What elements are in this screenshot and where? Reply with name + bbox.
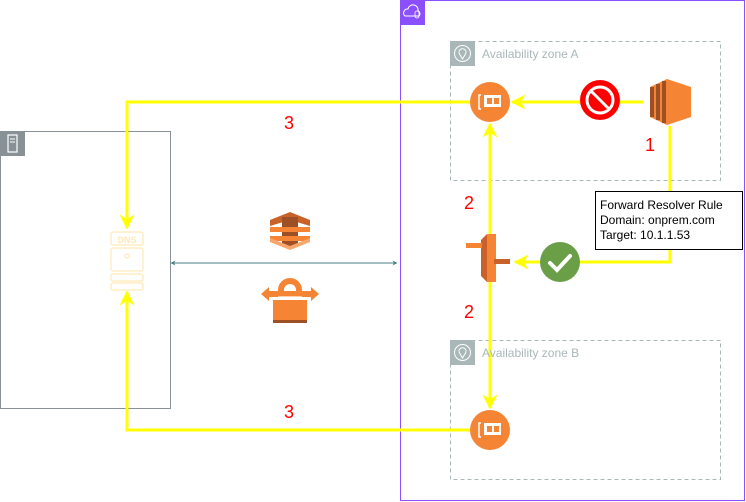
allow-check-icon [540,242,580,282]
vpc-group [400,0,745,501]
step-3-bottom-label: 3 [284,402,295,422]
availability-zone-b [450,340,721,480]
step-3-top-label: 3 [284,113,295,133]
availability-zone-a-label: Availability zone A [482,47,579,61]
ec2-instance-icon [650,79,691,125]
step-2-bottom-label: 2 [464,302,475,322]
availability-zone-b-label: Availability zone B [482,346,580,360]
forward-resolver-rule-box: Forward Resolver Rule Domain: onprem.com… [595,191,743,250]
step-2-top-label: 2 [464,193,475,213]
route53-resolver-endpoint-icon [466,234,510,282]
availability-zone-pin-icon [454,344,471,361]
elastic-network-interface-icon [470,410,510,450]
vpc-cloud-icon [403,4,421,19]
availability-zone-pin-icon [454,45,471,62]
deny-icon [580,80,620,120]
elastic-network-interface-icon [470,82,510,122]
corporate-datacenter-icon [7,134,18,153]
availability-zone-a [450,41,721,181]
direct-connect-icon [270,212,310,250]
vpn-gateway-icon [261,278,319,323]
query-flows [119,94,672,432]
rule-target: Target: 10.1.1.53 [600,228,691,242]
dns-server-icon: DNS [110,231,144,291]
step-1-label: 1 [645,135,656,155]
rule-domain: Domain: onprem.com [600,213,715,227]
corporate-datacenter-group [0,131,171,409]
rule-title: Forward Resolver Rule [600,198,723,212]
dns-label: DNS [117,235,136,245]
